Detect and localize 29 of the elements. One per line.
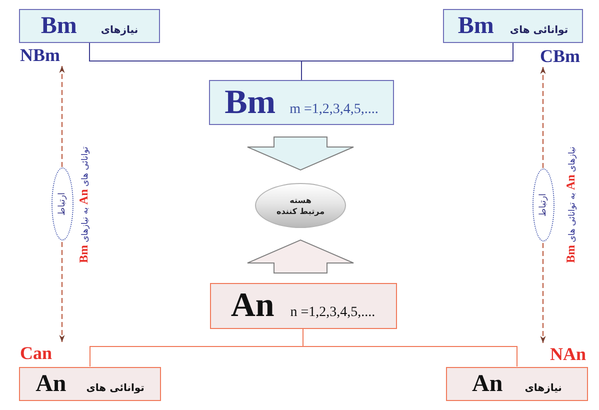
concept-box bbox=[210, 283, 396, 329]
connector-line bbox=[302, 328, 518, 367]
edge-label: ارتباط bbox=[532, 168, 554, 242]
block-arrow bbox=[247, 239, 354, 274]
symbol-text: An bbox=[472, 372, 503, 396]
symbol-text: An bbox=[230, 289, 274, 323]
concept-box bbox=[446, 366, 588, 400]
symbol-text: Bm bbox=[224, 86, 276, 120]
symbol-label: NAn bbox=[550, 345, 586, 363]
label-text: توانائی های bbox=[86, 382, 144, 394]
symbol-label: NBm bbox=[20, 46, 60, 64]
concept-box bbox=[19, 366, 161, 400]
block-arrow bbox=[247, 136, 354, 171]
formula-text: n =1,2,3,4,5,.... bbox=[290, 306, 376, 320]
label-text: نیازهای bbox=[524, 382, 562, 394]
concept-box bbox=[19, 9, 160, 43]
symbol-label: Can bbox=[20, 344, 52, 362]
symbol-text: Bm bbox=[40, 14, 77, 38]
core-ellipse: هسته مرتبط کننده bbox=[255, 183, 346, 228]
symbol-text: An bbox=[36, 372, 66, 396]
edge-label: ارتباط bbox=[51, 168, 73, 240]
label-text: توانائی های bbox=[510, 25, 568, 37]
symbol-label: CBm bbox=[540, 47, 580, 65]
concept-box bbox=[443, 9, 583, 43]
label-text: نیازهای bbox=[100, 25, 138, 37]
symbol-text: Bm bbox=[458, 14, 494, 38]
formula-text: m =1,2,3,4,5,.... bbox=[290, 102, 378, 116]
concept-box bbox=[209, 80, 394, 125]
connector-line bbox=[301, 42, 514, 80]
